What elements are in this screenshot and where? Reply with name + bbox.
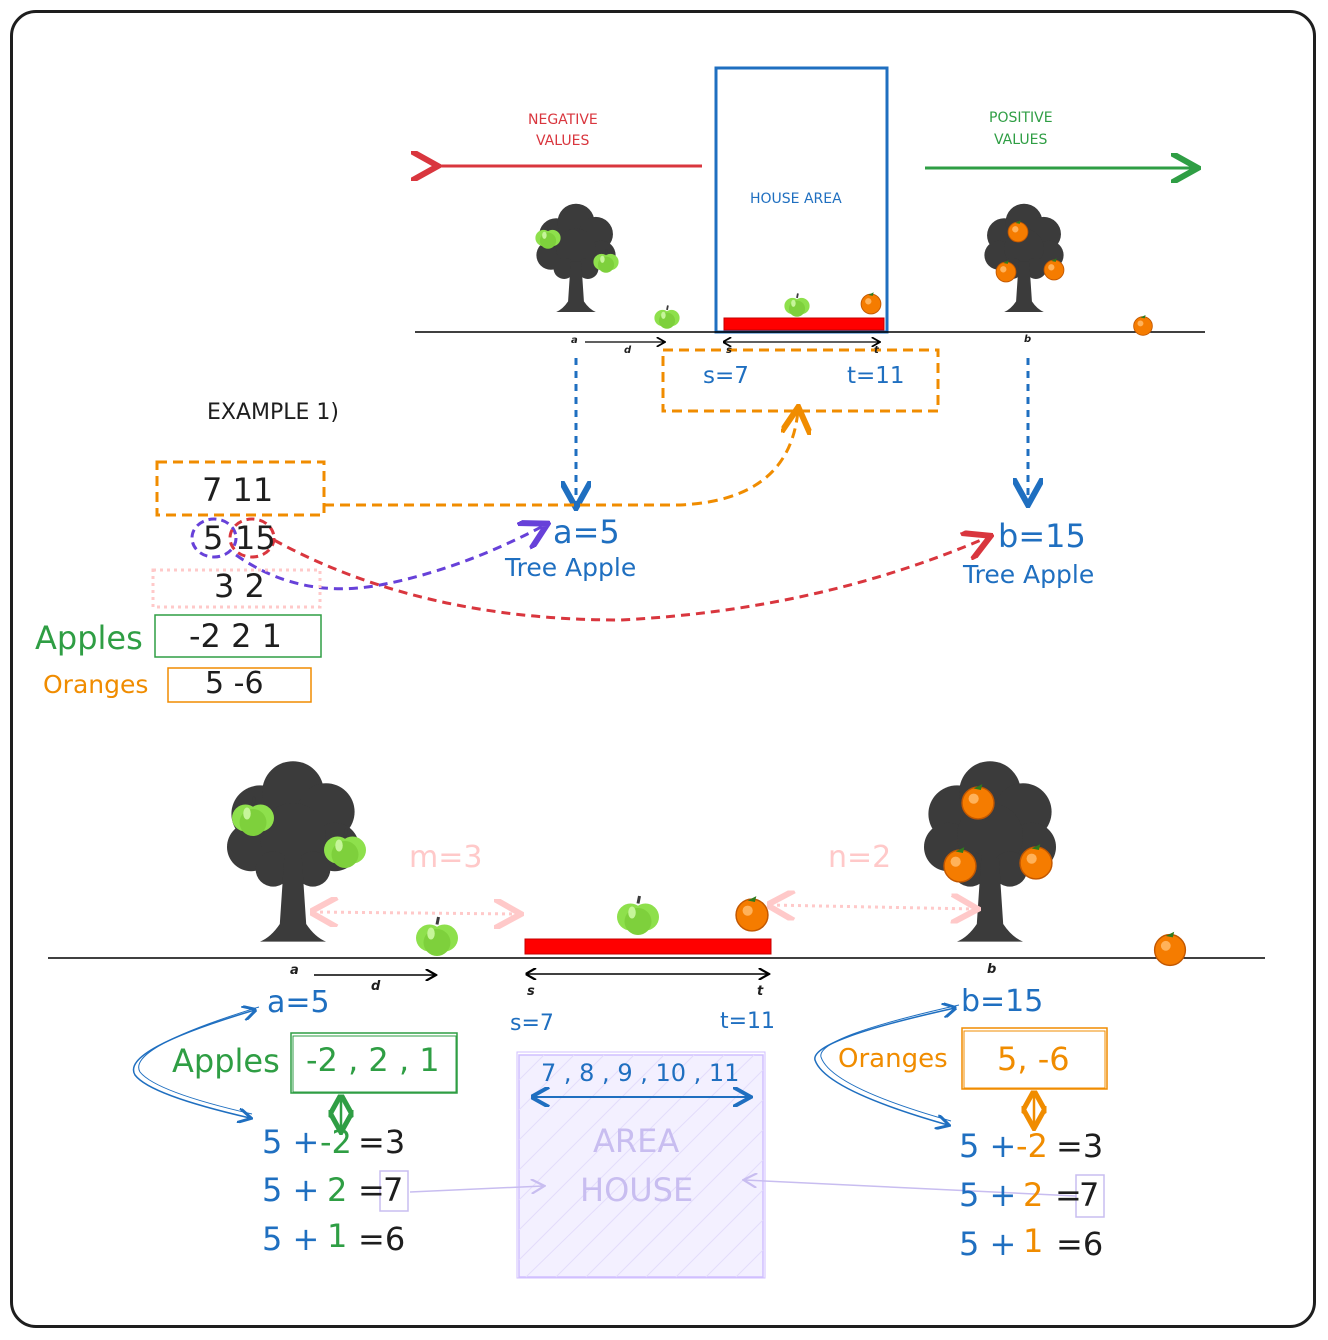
apple-seven-box [379, 1170, 409, 1212]
calc-result: =3 [358, 1123, 406, 1161]
house-range: 7 , 8 , 9 , 10 , 11 [541, 1059, 740, 1087]
apple-to-house-arrow [409, 1186, 543, 1192]
a-link-arrow [235, 525, 545, 591]
top-house-bar [723, 317, 885, 331]
mn-input-box [151, 568, 322, 609]
apples-values-box-shadow [292, 1035, 457, 1093]
example-oranges-label: Oranges [43, 670, 149, 699]
n-label: n=2 [828, 840, 892, 875]
example-title: EXAMPLE 1) [207, 400, 339, 425]
bottom-a-tick: a [290, 963, 299, 978]
n-distance-arrow [770, 905, 975, 909]
example-oranges-values: 5 -6 [205, 666, 264, 701]
bottom-t-tick: t [757, 984, 764, 999]
calc-delta: -2 [320, 1123, 352, 1161]
bottom-b-tick: b [987, 962, 997, 977]
top-d-tick: d [624, 345, 632, 356]
a-loop-arrow-shadow [138, 1006, 260, 1115]
a-loop-arrow [132, 1010, 256, 1118]
example-apples-values: -2 2 1 [189, 617, 282, 655]
oranges-values-box [961, 1027, 1108, 1090]
house-area-label: HOUSE AREA [750, 191, 842, 207]
top-s-tick: s [726, 345, 732, 356]
orange-icon [1153, 931, 1187, 967]
b-loop-arrow [814, 1008, 955, 1125]
apples-values-box [290, 1032, 458, 1094]
m-label: m=3 [409, 840, 483, 875]
orange-icon [860, 291, 882, 315]
bottom-a-value: a=5 [267, 985, 330, 1020]
example-a-value: 5 [203, 519, 224, 557]
calc-delta: -2 [1016, 1127, 1048, 1165]
apple-icon [414, 915, 460, 958]
a-circle [190, 517, 238, 559]
top-s-value: s=7 [703, 363, 749, 389]
bottom-apples-values: -2 , 2 , 1 [306, 1041, 440, 1079]
example-mn-line: 3 2 [214, 567, 265, 605]
top-t-value: t=11 [847, 363, 905, 389]
bottom-s-value: s=7 [510, 1011, 554, 1036]
negative-label: NEGATIVE [528, 112, 598, 128]
orange-tree-icon [984, 203, 1064, 312]
orange-icon [1133, 314, 1153, 336]
example-st-line: 7 11 [202, 471, 274, 509]
orange-icon [735, 895, 769, 932]
calc-equals: = [358, 1171, 385, 1209]
bottom-t-value: t=11 [720, 1009, 776, 1034]
bottom-oranges-label: Oranges [838, 1044, 948, 1074]
area-house-line2: HOUSE [580, 1171, 694, 1209]
calc-base: 5 + [959, 1127, 1017, 1165]
calc-result: =3 [1056, 1127, 1104, 1165]
st-input-box [155, 460, 326, 517]
top-a-value: a=5 [553, 513, 620, 551]
negative-label-line2: VALUES [536, 133, 590, 149]
oranges-values-box-shadow [963, 1030, 1106, 1089]
calc-delta: 2 [1023, 1176, 1044, 1214]
top-a-caption: Tree Apple [505, 553, 637, 582]
example-apples-label: Apples [35, 619, 143, 657]
b-loop-arrow-shadow [820, 1004, 960, 1122]
bottom-b-value: b=15 [961, 984, 1044, 1019]
area-house-line1: AREA [593, 1122, 680, 1160]
st-link-arrow [324, 410, 798, 507]
apple-icon [615, 894, 661, 937]
top-t-tick: t [874, 345, 879, 356]
m-distance-arrow [313, 912, 518, 914]
positive-label: POSITIVE [989, 110, 1053, 126]
calc-base: 5 + [262, 1123, 320, 1161]
bottom-oranges-values: 5, -6 [997, 1040, 1070, 1078]
positive-label-line2: VALUES [994, 132, 1048, 148]
apples-input-box [154, 614, 322, 658]
diagram-frame [10, 10, 1316, 1328]
top-b-caption: Tree Apple [963, 560, 1095, 589]
calc-result: 7 [383, 1171, 404, 1209]
top-b-tick: b [1024, 334, 1032, 345]
calc-result: =6 [1056, 1225, 1104, 1263]
apple-icon [653, 304, 681, 330]
calc-result: 7 [1079, 1176, 1100, 1214]
calc-base: 5 + [262, 1220, 320, 1258]
b-link-arrow [273, 537, 988, 622]
bottom-d-tick: d [371, 979, 381, 994]
b-circle [228, 517, 276, 559]
calc-base: 5 + [959, 1225, 1017, 1263]
top-a-tick: a [571, 335, 578, 346]
oranges-input-box [167, 667, 312, 703]
bottom-apples-label: Apples [172, 1042, 280, 1080]
calc-equals: = [1055, 1176, 1082, 1214]
example-b-value: 15 [235, 519, 276, 557]
apple-icon [783, 292, 811, 318]
bottom-house-bar [524, 938, 772, 955]
bottom-s-tick: s [527, 984, 535, 999]
top-b-value: b=15 [998, 517, 1086, 555]
orange-to-house-arrow [745, 1180, 1077, 1197]
calc-delta: 1 [1023, 1222, 1044, 1260]
calc-result: =6 [358, 1220, 406, 1258]
calc-delta: 2 [327, 1171, 348, 1209]
calc-base: 5 + [262, 1171, 320, 1209]
calc-base: 5 + [959, 1176, 1017, 1214]
calc-delta: 1 [327, 1217, 348, 1255]
